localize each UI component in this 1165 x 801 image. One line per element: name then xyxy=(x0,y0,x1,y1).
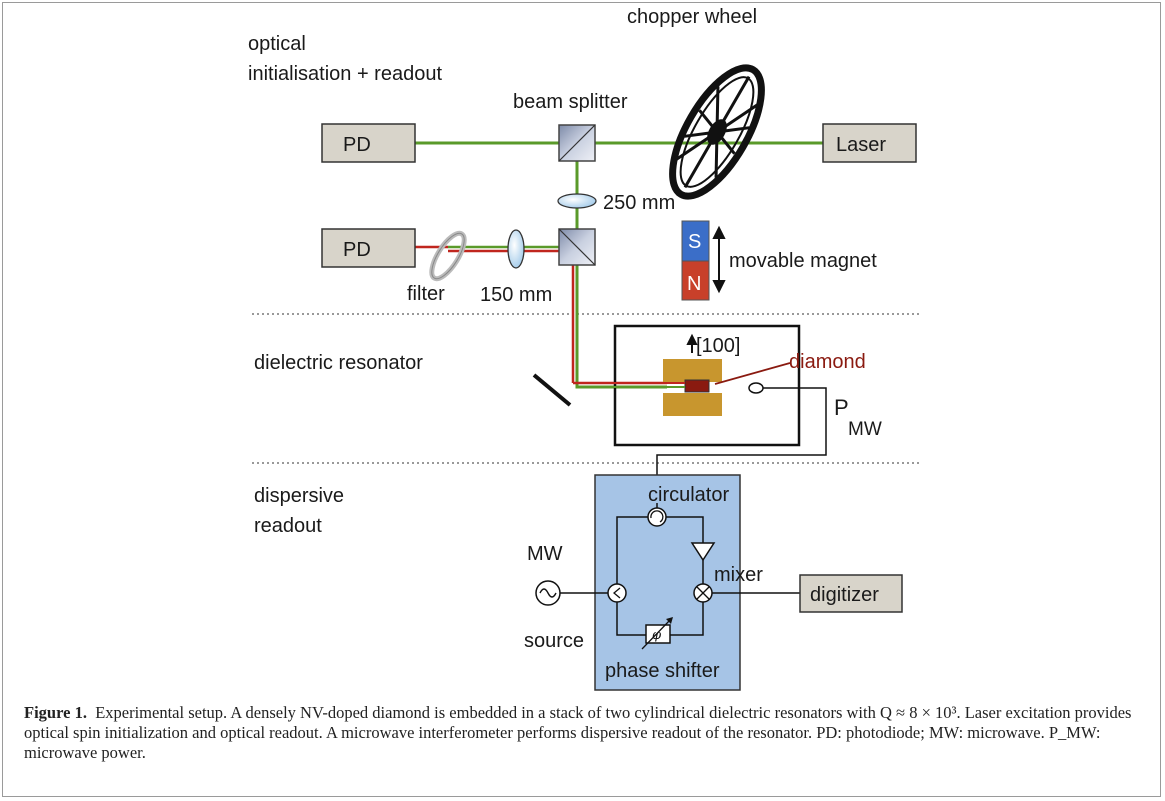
circulator-label: circulator xyxy=(648,484,729,506)
magnet-n-label: N xyxy=(687,273,701,295)
mixer-label: mixer xyxy=(714,564,763,586)
filter-label: filter xyxy=(407,283,445,305)
dispersive-readout-box xyxy=(594,474,741,691)
magnet-s-label: S xyxy=(688,231,701,253)
caption-text: Experimental setup. A densely NV-doped d… xyxy=(24,703,1132,762)
section-dispersive-label: dispersive xyxy=(254,485,344,507)
section-optical-label: optical xyxy=(248,33,306,55)
lens-150-label: 150 mm xyxy=(480,284,552,306)
resonator-bottom xyxy=(663,393,722,416)
chopper-wheel xyxy=(669,64,765,200)
beam-splitter-label: beam splitter xyxy=(513,91,628,113)
laser-box xyxy=(822,123,917,163)
phase-shifter-icon: φ xyxy=(641,617,673,650)
mw-source-icon xyxy=(535,580,561,606)
coupling-loop-icon xyxy=(748,382,764,394)
experimental-setup-diagram: optical initialisation + readout dielect… xyxy=(248,6,920,691)
laser-label: Laser xyxy=(836,134,886,156)
source-label: source xyxy=(524,630,584,652)
phase-symbol: φ xyxy=(652,628,662,643)
mw-label: MW xyxy=(527,543,563,565)
splitter-icon xyxy=(607,583,627,603)
amplifier-icon xyxy=(690,542,716,562)
circulator-icon xyxy=(647,507,667,527)
crystal-axis-label: [100] xyxy=(696,335,740,357)
double-arrow-icon xyxy=(712,225,726,294)
pd-bottom-box xyxy=(321,228,416,268)
section-optical-label-2: initialisation + readout xyxy=(248,63,442,85)
pd-top-label: PD xyxy=(343,134,371,156)
mixer-icon xyxy=(693,583,713,603)
pmw-sub-label: MW xyxy=(848,419,882,440)
digitizer-label: digitizer xyxy=(810,584,879,606)
lens-150-icon xyxy=(507,229,525,269)
digitizer-box xyxy=(799,574,903,613)
figure-caption: Figure 1. Experimental setup. A densely … xyxy=(24,703,1144,763)
crystal-axis-arrow-icon xyxy=(686,333,698,353)
diamond-label: diamond xyxy=(789,351,866,373)
diamond-sample xyxy=(684,379,710,393)
phase-shifter-label: phase shifter xyxy=(605,660,720,682)
section-dispersive-label-2: readout xyxy=(254,515,322,537)
pd-top-box xyxy=(321,123,416,163)
pmw-label: P xyxy=(834,395,849,420)
section-dielectric-label: dielectric resonator xyxy=(254,352,423,374)
diamond-pointer xyxy=(714,362,791,385)
lens-250-icon xyxy=(557,193,597,209)
chopper-wheel-label: chopper wheel xyxy=(627,6,757,28)
movable-magnet: S N xyxy=(681,220,710,301)
resonator-cavity xyxy=(613,324,801,447)
magnet-label: movable magnet xyxy=(729,250,877,272)
lens-250-label: 250 mm xyxy=(603,192,675,214)
resonator-top xyxy=(663,359,722,382)
caption-label: Figure 1. xyxy=(24,703,87,722)
beam-splitter-bottom xyxy=(558,228,596,266)
filter-icon xyxy=(429,230,467,282)
mw-cable xyxy=(656,387,827,503)
pd-bottom-label: PD xyxy=(343,239,371,261)
beam-splitter-top xyxy=(558,124,596,162)
mirror-icon xyxy=(532,373,572,407)
